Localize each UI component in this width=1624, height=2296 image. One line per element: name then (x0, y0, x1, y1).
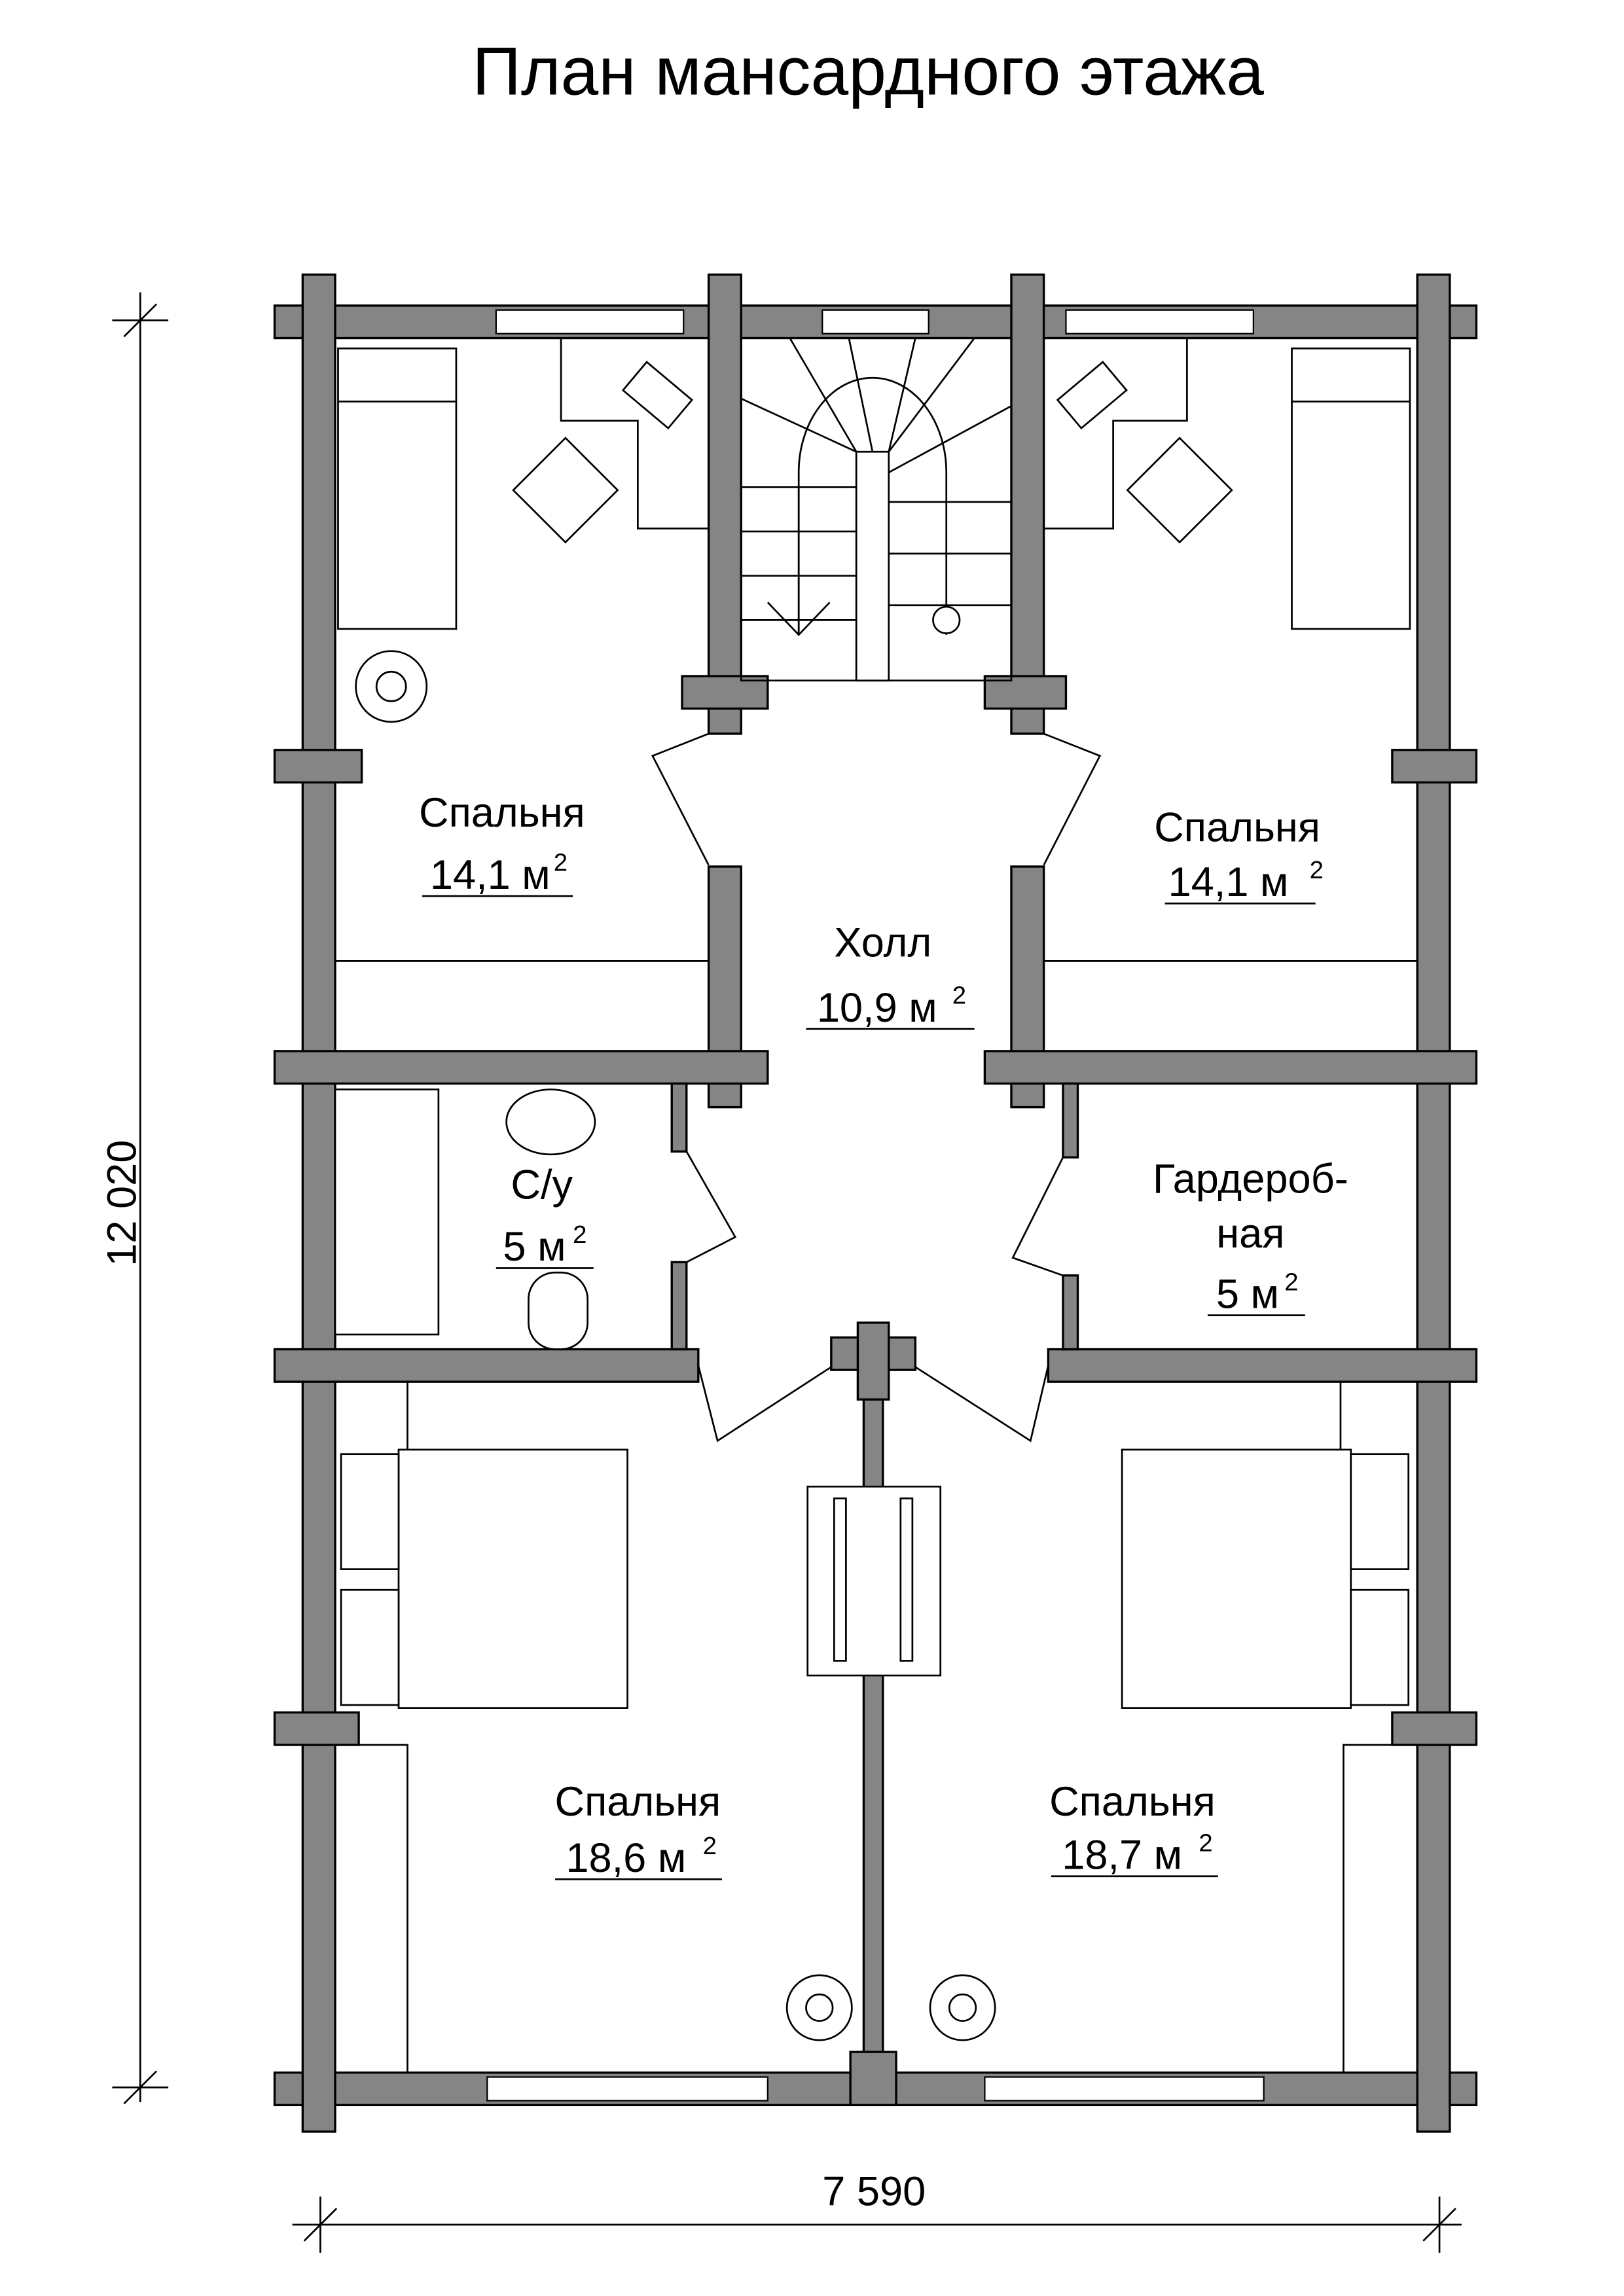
svg-text:2: 2 (703, 1832, 717, 1860)
door (1011, 1157, 1064, 1277)
double-bed (397, 1448, 628, 1709)
windows (486, 309, 1265, 2102)
room-name: Холл (834, 920, 931, 966)
room-area: 14,1 м (1168, 859, 1289, 905)
room-name: Спальня (1154, 805, 1320, 851)
room-name: Спальня (419, 790, 585, 836)
chair (512, 437, 619, 544)
door (685, 1151, 737, 1263)
room-bathroom: С/у 5 м 2 (496, 1162, 594, 1270)
svg-text:2: 2 (1310, 856, 1324, 884)
door (1043, 732, 1102, 866)
svg-text:2: 2 (1284, 1268, 1298, 1296)
room-name: С/у (511, 1162, 573, 1208)
bed (337, 347, 458, 630)
toilet (528, 1271, 589, 1350)
doors (651, 732, 1102, 1443)
dimension-height: 12 020 (99, 292, 169, 2105)
room-name: Спальня (1049, 1779, 1216, 1825)
room-bedroom-top-left: Спальня 14,1 м 2 (419, 790, 585, 898)
room-area: 5 м (503, 1224, 566, 1270)
dimension-width: 7 590 (292, 2169, 1462, 2253)
door (651, 732, 710, 866)
window (1065, 309, 1255, 334)
desk (560, 338, 709, 529)
room-bedroom-top-right: Спальня 14,1 м 2 (1154, 805, 1324, 905)
staircase (740, 337, 1013, 682)
room-area: 5 м (1216, 1271, 1279, 1317)
room-area: 10,9 м (817, 985, 937, 1031)
sink (505, 1088, 596, 1156)
window (495, 309, 685, 334)
room-wardrobe: Гардероб- ная 5 м 2 (1153, 1156, 1348, 1317)
window (821, 309, 929, 334)
computer (1056, 361, 1128, 430)
bed (1291, 347, 1411, 630)
furniture (334, 338, 1418, 2073)
room-hall: Холл 10,9 м 2 (806, 920, 975, 1031)
svg-text:2: 2 (573, 1221, 586, 1249)
door (914, 1365, 1049, 1443)
room-name: Спальня (554, 1779, 721, 1825)
desk (1043, 338, 1188, 529)
dimension-width-label: 7 590 (822, 2169, 926, 2215)
plan-title: План мансардного этажа (472, 33, 1264, 109)
svg-text:2: 2 (554, 849, 568, 877)
dimension-height-label: 12 020 (99, 1140, 145, 1266)
svg-text:2: 2 (952, 982, 966, 1010)
room-name: Гардероб- (1153, 1156, 1348, 1202)
room-area: 18,6 м (566, 1835, 686, 1881)
double-bed (1121, 1448, 1352, 1709)
door (697, 1365, 832, 1443)
room-bedroom-bottom-right: Спальня 18,7 м 2 (1049, 1779, 1218, 1878)
room-name: ная (1216, 1211, 1284, 1257)
svg-text:2: 2 (1199, 1829, 1212, 1857)
window (486, 2076, 768, 2102)
room-area: 14,1 м (430, 852, 550, 898)
chair (1126, 437, 1233, 544)
wardrobe (806, 1485, 942, 1677)
computer (621, 361, 693, 430)
window (984, 2076, 1265, 2102)
room-area: 18,7 м (1062, 1832, 1182, 1878)
room-bedroom-bottom-left: Спальня 18,6 м 2 (554, 1779, 722, 1881)
